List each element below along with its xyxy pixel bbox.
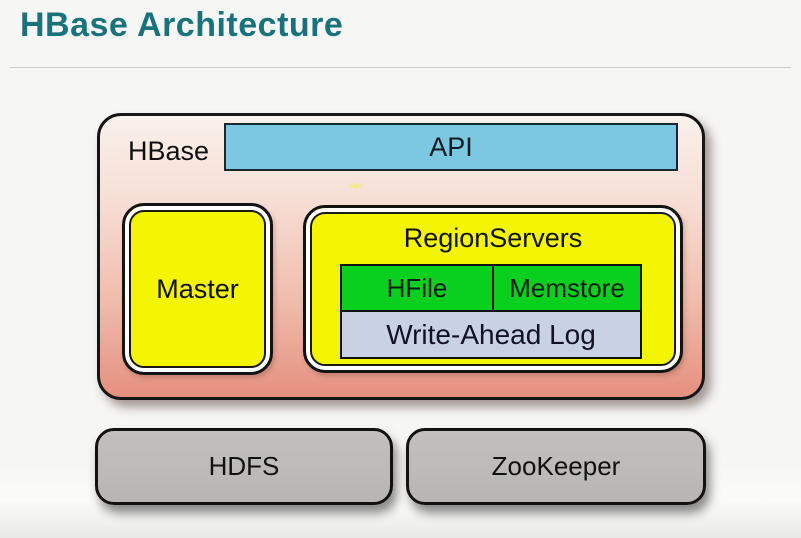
hfile-box: HFile [386,272,448,303]
hbase-label: HBase [128,136,210,166]
memstore-box: Memstore [492,266,640,310]
title-divider [10,67,791,68]
zookeeper-box: ZooKeeper [406,428,706,505]
yellow-dot-artifact [349,183,362,189]
master-label: Master [129,210,266,368]
storage-row: HFile Memstore [340,264,642,312]
regionservers-label: RegionServers [403,223,583,253]
api-box: API [224,123,678,171]
regionservers-box: RegionServers HFile Memstore Write-Ahead… [303,205,683,373]
write-ahead-log-box: Write-Ahead Log [340,310,642,359]
hdfs-box: HDFS [95,428,393,505]
master-box: Master [122,203,273,375]
regionservers-stack: HFile Memstore Write-Ahead Log [340,264,642,359]
page-title: HBase Architecture [20,6,344,44]
regionservers-inner: RegionServers HFile Memstore Write-Ahead… [310,212,676,366]
hbase-container: HBase API Master RegionServers HFile Mem… [97,113,705,400]
